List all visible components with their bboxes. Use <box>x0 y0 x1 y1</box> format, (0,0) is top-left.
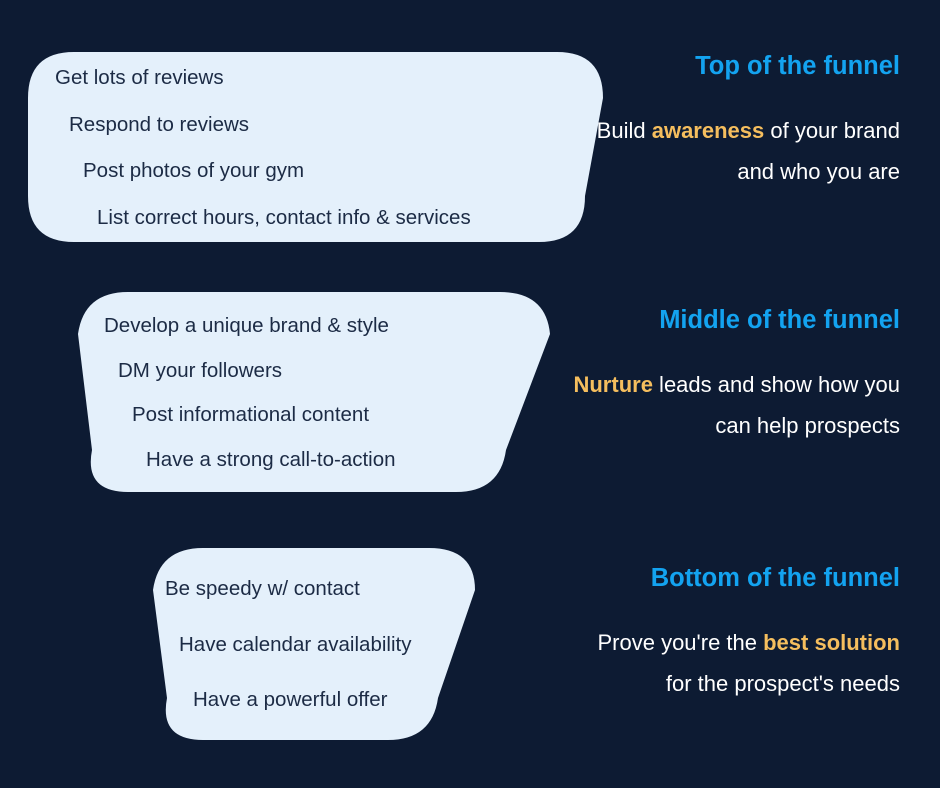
description-highlight: awareness <box>651 118 765 144</box>
stage-heading: Bottom of the funnel <box>650 564 900 592</box>
tactic-item: Be speedy w/ contact <box>165 577 360 601</box>
stage-heading: Top of the funnel <box>695 52 900 80</box>
description-after: leads and show how you can help prospect… <box>652 372 900 438</box>
funnel-segment-bottom-shape <box>0 548 620 740</box>
funnel-stage-middle-tactics: Develop a unique brand & style DM your f… <box>0 292 620 492</box>
funnel-stage-bottom-copy: Bottom of the funnel Prove you're the be… <box>570 564 900 705</box>
tactic-item: Respond to reviews <box>69 112 250 136</box>
tactic-item: Have a powerful offer <box>193 688 388 712</box>
stage-description: Nurture leads and show how you can help … <box>570 365 900 446</box>
tactic-item: List correct hours, contact info & servi… <box>97 205 471 229</box>
description-before: Prove you're the <box>597 630 764 656</box>
funnel-segment-top-shape <box>0 52 620 242</box>
tactic-item: Have a strong call-to-action <box>146 447 396 471</box>
stage-description: Build awareness of your brand and who yo… <box>570 111 900 192</box>
funnel-stage-top-copy: Top of the funnel Build awareness of you… <box>570 52 900 193</box>
description-after: for the prospect's needs <box>665 671 900 696</box>
funnel-stage-top: Get lots of reviews Respond to reviews P… <box>0 52 940 242</box>
funnel-stage-middle: Develop a unique brand & style DM your f… <box>0 292 940 492</box>
funnel-stage-bottom: Be speedy w/ contact Have calendar avail… <box>0 548 940 740</box>
tactic-item: Have calendar availability <box>179 632 412 656</box>
tactic-item: Post photos of your gym <box>83 159 305 182</box>
description-after: of your brand and who you are <box>737 118 900 184</box>
tactic-item: Get lots of reviews <box>55 66 224 89</box>
funnel-stage-top-tactics: Get lots of reviews Respond to reviews P… <box>0 52 620 242</box>
funnel-segment-middle-shape <box>0 292 620 492</box>
tactic-item: Develop a unique brand & style <box>104 314 389 337</box>
description-before: Build <box>596 118 652 144</box>
description-highlight: Nurture <box>573 372 653 398</box>
funnel-stage-bottom-tactics: Be speedy w/ contact Have calendar avail… <box>0 548 620 740</box>
stage-description: Prove you're the best solution for the p… <box>570 623 900 704</box>
stage-heading: Middle of the funnel <box>659 306 900 334</box>
funnel-stage-middle-copy: Middle of the funnel Nurture leads and s… <box>570 306 900 447</box>
tactic-item: Post informational content <box>132 403 370 426</box>
tactic-item: DM your followers <box>118 358 283 382</box>
description-highlight: best solution <box>763 630 900 656</box>
